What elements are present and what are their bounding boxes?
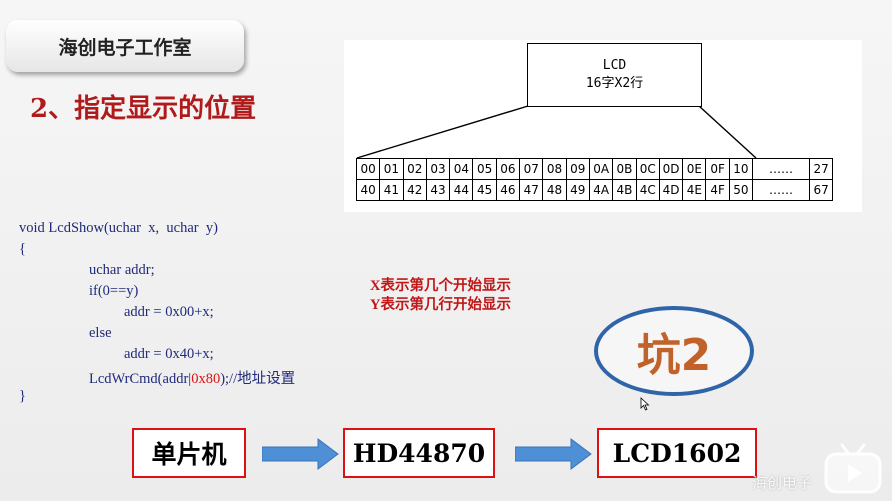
code-line: void LcdShow(uchar x, uchar y) [19, 220, 218, 236]
address-cell: 01 [379, 158, 404, 180]
address-cell: 0F [705, 158, 730, 180]
address-cell: 09 [565, 158, 590, 180]
code-line: addr = 0x00+x; [124, 304, 214, 320]
address-cell: …… [752, 179, 811, 201]
code-line: if(0==y) [89, 283, 139, 299]
address-cell: 4A [588, 179, 614, 201]
address-cell: …… [752, 158, 811, 180]
address-cell: 0B [612, 158, 637, 180]
flow-box-controller-label: HD44870 [352, 438, 486, 468]
address-cell: 0E [682, 158, 707, 180]
address-cell: 46 [495, 179, 521, 201]
address-cell: 00 [355, 158, 381, 180]
address-cell: 40 [355, 179, 381, 201]
code-segment: );//地址设置 [220, 371, 296, 387]
code-line: else [89, 325, 112, 341]
right-arrow-icon [515, 438, 592, 470]
address-cell: 4C [635, 179, 660, 201]
studio-banner: 海创电子工作室 [6, 20, 244, 72]
address-cell: 44 [449, 179, 474, 201]
address-cell: 05 [472, 158, 497, 180]
address-cell: 02 [402, 158, 427, 180]
address-cell: 47 [519, 179, 544, 201]
section-heading: 2、指定显示的位置 [30, 94, 257, 124]
address-cell: 07 [519, 158, 544, 180]
lcd-box-subtitle: 16字X2行 [585, 76, 644, 91]
address-cell: 10 [728, 158, 754, 180]
address-cell: 42 [402, 179, 427, 201]
flow-box-mcu-label: 单片机 [151, 440, 227, 469]
watermark-text: 海创电子 [752, 474, 813, 492]
address-cell: 4D [658, 179, 684, 201]
address-cell: 03 [425, 158, 451, 180]
code-segment: LcdWrCmd(addr| [89, 371, 192, 387]
pitfall-ellipse: 坑2 [594, 306, 754, 396]
address-cell: 48 [542, 179, 567, 201]
address-cell: 41 [379, 179, 404, 201]
flow-box-lcd: LCD1602 [597, 428, 757, 478]
lcd-box-title: LCD [602, 58, 627, 73]
mouse-cursor-icon [640, 397, 650, 411]
studio-banner-title: 海创电子工作室 [58, 36, 192, 59]
diagram-connector-lines [356, 105, 757, 159]
address-cell: 0A [588, 158, 614, 180]
address-cell: 49 [565, 179, 590, 201]
code-line: LcdWrCmd(addr|0x80);//地址设置 [89, 367, 295, 388]
parameter-note-y: Y表示第几行开始显示 [370, 297, 511, 313]
address-cell: 0C [635, 158, 660, 180]
code-line: uchar addr; [89, 262, 155, 278]
address-cell: 50 [728, 179, 754, 201]
address-cell: 0D [658, 158, 684, 180]
flow-box-controller: HD44870 [343, 428, 495, 478]
flow-box-mcu: 单片机 [132, 428, 246, 478]
address-cell: 04 [449, 158, 474, 180]
tv-logo-icon [824, 443, 882, 494]
flow-box-lcd-label: LCD1602 [612, 438, 742, 468]
address-cell: 45 [472, 179, 497, 201]
address-cell: 43 [425, 179, 451, 201]
address-cell: 4F [705, 179, 730, 201]
code-line: } [19, 388, 26, 404]
address-cell: 08 [542, 158, 567, 180]
code-line: addr = 0x40+x; [124, 346, 214, 362]
parameter-note: X表示第几个开始显示 Y表示第几行开始显示 [370, 277, 511, 315]
pitfall-label: 坑2 [636, 330, 712, 381]
code-line: { [19, 241, 26, 257]
address-cell: 27 [809, 158, 834, 180]
address-cell: 67 [809, 179, 834, 201]
lcd-box: LCD 16字X2行 [527, 43, 702, 107]
address-cell: 4B [612, 179, 637, 201]
address-cell: 4E [682, 179, 707, 201]
parameter-note-x: X表示第几个开始显示 [370, 278, 511, 294]
code-highlight: 0x80 [191, 371, 221, 387]
right-arrow-icon [262, 438, 339, 470]
address-cell: 06 [495, 158, 521, 180]
